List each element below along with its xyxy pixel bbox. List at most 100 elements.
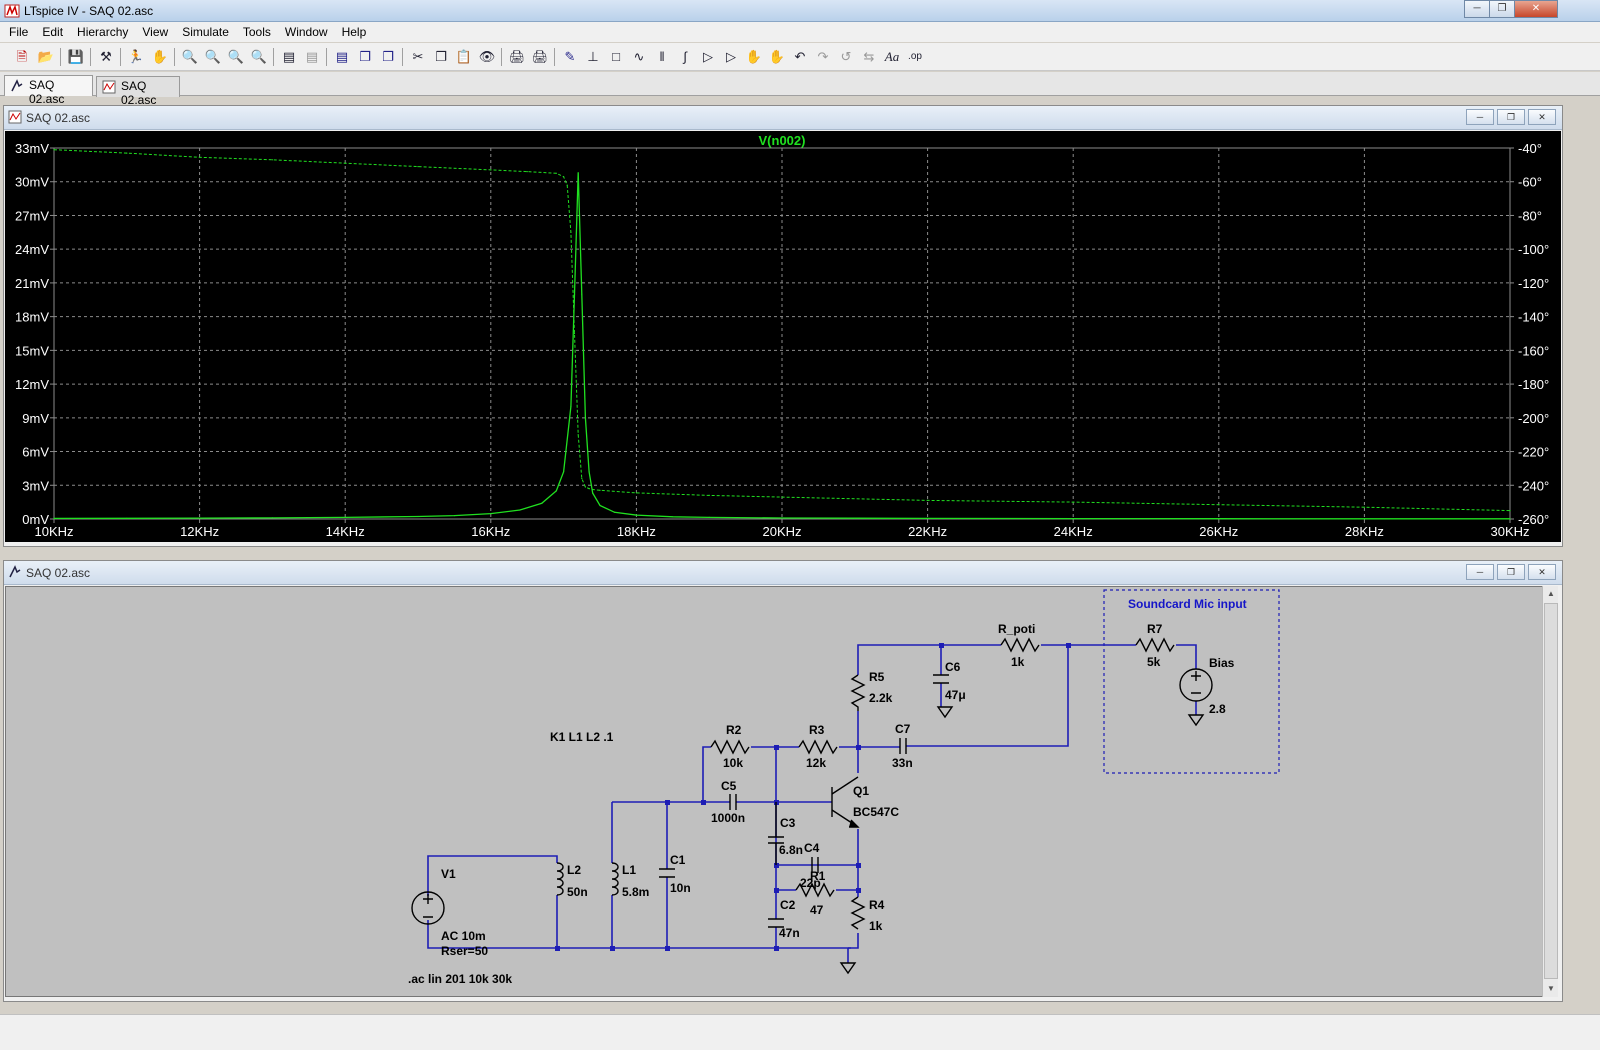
y-tick-label: 33mV (15, 141, 49, 156)
menu-window[interactable]: Window (284, 25, 328, 39)
rotate-icon[interactable]: ↺ (840, 49, 852, 64)
diode-icon[interactable]: ▷ (703, 49, 713, 64)
plot-window-titlebar[interactable]: SAQ 02.asc ─ ❐ ✕ (4, 106, 1562, 130)
schematic-canvas[interactable]: K1 L1 L2 .1 V1 AC 10m Rser=50 .ac lin 20… (5, 586, 1545, 997)
new-schematic-icon[interactable]: 🗎 (16, 49, 28, 64)
phase-point (566, 184, 568, 186)
open-icon[interactable]: 📂 (37, 49, 55, 64)
cut-icon[interactable]: ✂ (412, 49, 424, 64)
minimize-button[interactable]: ─ (1466, 564, 1494, 580)
menu-edit[interactable]: Edit (42, 25, 64, 39)
value-c1: 10n (670, 881, 691, 895)
minimize-button[interactable]: ─ (1464, 0, 1490, 18)
schematic-window-titlebar[interactable]: SAQ 02.asc ─ ❐ ✕ (4, 561, 1562, 585)
close-button[interactable]: ✕ (1528, 109, 1556, 125)
value-c6: 47μ (945, 688, 966, 702)
magnitude-point (577, 172, 579, 174)
phase-point (599, 489, 601, 491)
value-r4: 1k (869, 919, 883, 933)
autorange-icon[interactable]: ▤ (282, 49, 296, 64)
vertical-scrollbar[interactable]: ▲ ▼ (1542, 586, 1558, 997)
ground-icon[interactable]: ⊥ (587, 49, 599, 64)
zoom-out-icon[interactable]: 🔍 (227, 49, 245, 64)
magnitude-point (635, 514, 638, 516)
tile-vertical-icon[interactable]: ❐ (359, 49, 371, 64)
draw-wire-icon[interactable]: ✎ (564, 49, 576, 64)
menu-hierarchy[interactable]: Hierarchy (77, 25, 129, 39)
menu-simulate[interactable]: Simulate (182, 25, 229, 39)
save-icon[interactable]: 💾 (67, 49, 85, 64)
x-tick-label: 26KHz (1199, 524, 1238, 539)
phase-point (581, 477, 583, 480)
restore-button[interactable]: ❐ (1497, 564, 1525, 580)
cascade-icon[interactable]: ❐ (382, 49, 394, 64)
minimize-button[interactable]: ─ (1466, 109, 1494, 125)
tab-label: SAQ 02.asc (29, 78, 65, 106)
scroll-thumb[interactable] (1544, 603, 1558, 979)
phase-point (563, 176, 565, 178)
inductor-icon[interactable]: ∫ (683, 49, 687, 64)
mirror-icon[interactable]: ⇆ (863, 49, 875, 64)
paste-icon[interactable]: 📋 (455, 49, 473, 64)
scroll-down-icon[interactable]: ▼ (1547, 984, 1555, 993)
tab-waveform[interactable]: SAQ 02.asc (96, 76, 180, 107)
undo-icon[interactable]: ↶ (794, 49, 806, 64)
tab-schematic[interactable]: SAQ 02.asc (4, 75, 93, 106)
restore-button[interactable]: ❐ (1489, 0, 1515, 18)
find-icon[interactable]: 👁 (478, 49, 496, 64)
capacitor-icon[interactable]: ‖ (659, 49, 665, 64)
magnitude-point (563, 471, 565, 473)
phase-point (344, 162, 346, 164)
redo-icon[interactable]: ↷ (817, 49, 829, 64)
print-preview-icon[interactable]: 🖨 (531, 49, 549, 64)
magnitude-point (614, 511, 616, 513)
y2-tick-label: -180° (1518, 377, 1549, 392)
zoom-fit-icon[interactable]: 🔍 (250, 49, 268, 64)
component-icon[interactable]: ▷ (726, 49, 736, 64)
value-c7: 33n (892, 756, 913, 770)
close-button[interactable]: ✕ (1528, 564, 1556, 580)
phase-point (199, 156, 201, 158)
magnitude-point (417, 515, 419, 518)
label-r5: R5 (869, 670, 885, 684)
scroll-up-icon[interactable]: ▲ (1547, 589, 1555, 598)
magnitude-point (541, 502, 543, 504)
text-icon[interactable]: Aa (884, 49, 900, 64)
resistor-icon[interactable]: ∿ (633, 49, 645, 64)
close-button[interactable]: ✕ (1514, 0, 1558, 18)
run-icon[interactable]: 🏃 (127, 49, 145, 64)
pan-icon[interactable]: 🔍 (204, 49, 222, 64)
label-net-icon[interactable]: □ (612, 49, 620, 64)
menu-help[interactable]: Help (341, 25, 367, 39)
components (411, 637, 1213, 975)
menu-file[interactable]: File (9, 25, 29, 39)
drag-icon[interactable]: ✋ (768, 49, 786, 64)
window-title: LTspice IV - SAQ 02.asc (24, 4, 154, 18)
x-tick-label: 22KHz (908, 524, 947, 539)
tab-label: SAQ 02.asc (121, 79, 157, 107)
waveform-icon (102, 80, 116, 94)
zoom-in-icon[interactable]: 🔍 (181, 49, 199, 64)
y-tick-label: 9mV (22, 411, 49, 426)
title-bar[interactable]: LTspice IV - SAQ 02.asc ─ ❐ ✕ (0, 0, 1600, 22)
control-panel-icon[interactable]: ⚒ (100, 49, 112, 64)
halt-icon[interactable]: ✋ (151, 49, 169, 64)
phase-point (1218, 504, 1220, 506)
plot-settings-icon[interactable]: ▤ (305, 49, 319, 64)
move-icon[interactable]: ✋ (745, 49, 763, 64)
print-icon[interactable]: 🖨 (508, 49, 526, 64)
value-r3: 12k (806, 756, 826, 770)
phase-point (781, 496, 783, 498)
copy-icon[interactable]: ❐ (435, 49, 447, 64)
tile-horizontal-icon[interactable]: ▤ (335, 49, 349, 64)
spice-directive-icon[interactable]: .op (908, 51, 922, 62)
menu-tools[interactable]: Tools (242, 25, 271, 39)
schematic-drawing[interactable]: K1 L1 L2 .1 V1 AC 10m Rser=50 .ac lin 20… (6, 587, 1544, 996)
y2-tick-label: -200° (1518, 411, 1549, 426)
menu-view[interactable]: View (142, 25, 169, 39)
restore-button[interactable]: ❐ (1497, 109, 1525, 125)
label-c3: C3 (780, 816, 796, 830)
label-c2: C2 (780, 898, 796, 912)
